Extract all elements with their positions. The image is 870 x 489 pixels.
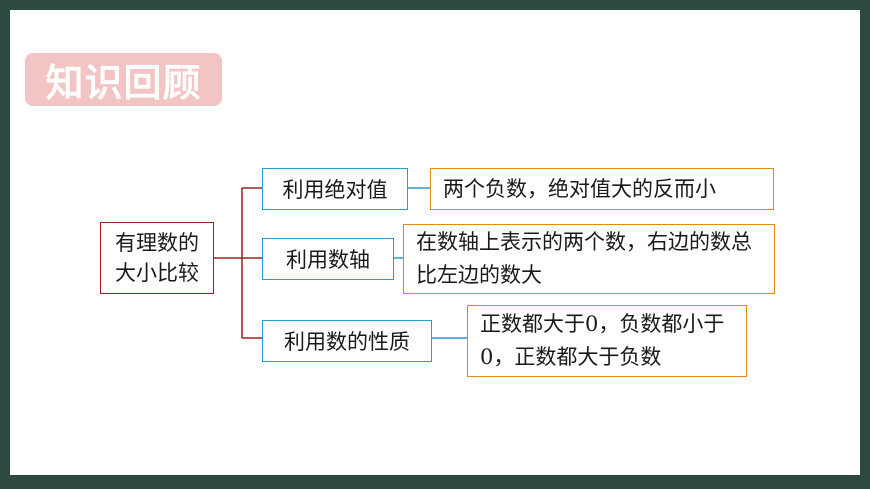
root-node: 有理数的 大小比较	[100, 222, 214, 294]
method-label-1: 利用绝对值	[282, 178, 388, 202]
method-node-3: 利用数的性质	[262, 320, 432, 362]
root-line-1: 有理数的	[115, 231, 199, 255]
method-node-1: 利用绝对值	[262, 168, 408, 210]
desc-node-1: 两个负数，绝对值大的反而小	[430, 168, 774, 210]
desc-text-1: 两个负数，绝对值大的反而小	[443, 176, 716, 201]
section-title: 知识回顾	[45, 61, 202, 105]
method-node-2: 利用数轴	[262, 238, 394, 280]
method-label-2: 利用数轴	[286, 248, 370, 272]
desc-node-3: 正数都大于0，负数都小于0，正数都大于负数	[467, 305, 747, 377]
method-label-3: 利用数的性质	[284, 330, 410, 354]
desc-text-2: 在数轴上表示的两个数，右边的数总比左边的数大	[416, 230, 752, 287]
slide-frame: 知识回顾 有理数的 大小比较 利用绝对值 利用数轴 利用数的性质 两个负数，绝对…	[10, 10, 860, 475]
root-line-2: 大小比较	[115, 261, 199, 285]
connector-lines	[214, 187, 467, 339]
section-title-badge: 知识回顾	[25, 53, 222, 106]
desc-node-2: 在数轴上表示的两个数，右边的数总比左边的数大	[403, 224, 775, 294]
desc-text-3: 正数都大于0，负数都小于0，正数都大于负数	[480, 312, 725, 369]
